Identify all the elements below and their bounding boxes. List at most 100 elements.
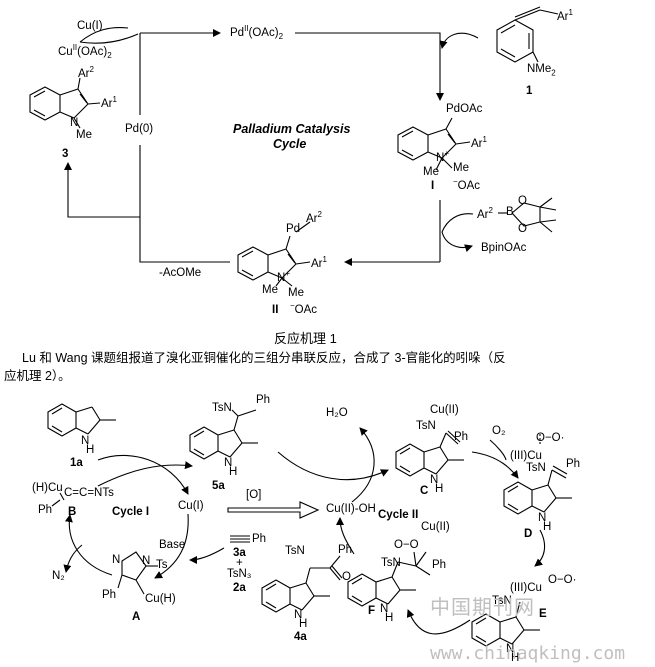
plus-sign: + (236, 557, 243, 569)
tsn3-label: TsN₃ (227, 568, 252, 580)
label-F: F (368, 605, 376, 617)
o2-label: O₂ (492, 425, 506, 437)
cu2-label-F: Cu(II) (421, 521, 450, 533)
label-D: D (524, 528, 533, 540)
intermediate-I-structure (397, 117, 471, 171)
n-label-A2: N (142, 555, 151, 567)
oxidation-arrow (227, 501, 320, 519)
o-label-top: O (518, 195, 527, 207)
ph-label-F: Ph (432, 559, 447, 571)
pd2-oac2-label: PdII(OAc)2 (230, 24, 284, 42)
cu1-label: Cu(I) (77, 20, 103, 32)
h-label-F: H (385, 612, 394, 624)
nh-label-4a: N (294, 609, 303, 621)
compound-5a-structure (189, 409, 258, 460)
compound-1-structure (496, 6, 559, 63)
ar1-label-II: Ar1 (311, 255, 327, 270)
c-to-d (471, 451, 519, 479)
h-label-1a: H (86, 444, 95, 456)
alkyne-in (189, 547, 225, 564)
h2o-label: H₂O (326, 407, 348, 419)
tsn-label-C: TsN (416, 420, 436, 432)
phenylacetylene-structure (230, 535, 250, 543)
o-label-bottom: O (518, 223, 527, 235)
label-3a: 3a (233, 547, 246, 559)
cu1-label-s2: Cu(I) (178, 500, 204, 512)
intermediate-C-structure (395, 430, 464, 477)
label-C: C (420, 485, 429, 497)
scheme1-caption: 反应机理 1 (274, 331, 337, 346)
paragraph-line2: 应机理 2）。 (4, 369, 71, 383)
intermediate-D-structure (503, 434, 572, 515)
ph-label-5a: Ph (256, 394, 271, 406)
ar2-label-cmpd3: Ar2 (78, 65, 94, 80)
scheme1-title-line1: Palladium Catalysis (233, 122, 351, 136)
oo-label-F: O−O (394, 539, 419, 551)
me-label-I-2: Me (453, 162, 469, 174)
intermediate-II-label: II (272, 304, 279, 316)
ar1-label-cmpd1: Ar1 (557, 8, 573, 23)
base-label: Base (159, 539, 186, 551)
ts-label-A: Ts (156, 559, 168, 571)
me-label-cmpd3: Me (76, 129, 92, 141)
label-2a: 2a (233, 582, 246, 594)
cycle1-arc-right (154, 513, 189, 579)
oxidant-label: [O] (246, 489, 262, 501)
indole-1a-structure (47, 403, 116, 437)
tsn-label-E: TsN (492, 595, 512, 607)
n2-out (63, 544, 83, 573)
watermark-url: www.chinaqking.com (430, 643, 626, 664)
ketenimine-label: C=C=NTs (64, 487, 114, 499)
cycle1-arc-top (97, 454, 189, 495)
paragraph-line1: Lu 和 Wang 课题组报道了溴化亚铜催化的三组分串联反应，合成了 3-官能化… (22, 351, 506, 365)
iiicu-label-E: (III)Cu (510, 582, 542, 594)
ph-label-B: Ph (38, 504, 53, 516)
b-label: B (506, 206, 514, 218)
tsn-label-5a: TsN (212, 402, 232, 414)
oac-anion-label-II: −OAc (290, 301, 318, 316)
tsn-label-4a: TsN (285, 545, 305, 557)
pdoac-label: PdOAc (446, 103, 483, 115)
substrate-in-arc (439, 32, 479, 49)
nh-label-5a: N (224, 457, 233, 469)
o2-in (489, 439, 507, 461)
ph-label-D: Ph (566, 458, 581, 470)
nh-label-F: N (380, 603, 389, 615)
oo-label-E: O−O· (548, 574, 577, 586)
label-5a: 5a (212, 480, 225, 492)
e-to-f (406, 609, 471, 635)
intermediate-I-label: I (431, 180, 435, 192)
boron-in-arc (441, 213, 474, 233)
nh-label-E: N (506, 643, 515, 655)
cu2-label-C: Cu(II) (430, 404, 459, 416)
intermediate-E-structure (471, 601, 540, 647)
ar2-label-II: Ar2 (306, 210, 322, 225)
iiicu-label-D: (III)Cu (510, 450, 542, 462)
label-E: E (539, 608, 547, 620)
intermediate-F-structure (347, 551, 431, 607)
me-label-I: Me (423, 166, 439, 178)
compound-3-label: 3 (62, 148, 69, 160)
cuh-label-A: Cu(H) (145, 593, 176, 605)
ph-label-4a: Ph (338, 544, 353, 556)
cycle2-label: Cycle II (378, 509, 419, 521)
bpinoac-label: BpinOAc (481, 242, 527, 254)
o-label-4a: O (342, 571, 351, 583)
cycle1-arc-left (64, 514, 113, 576)
tsn-label-F: TsN (381, 557, 401, 569)
n-label-cmpd3: N (70, 117, 79, 129)
pd0-label: Pd(0) (125, 123, 154, 135)
product-4a-structure (261, 555, 343, 613)
arrow-to-product3 (64, 162, 140, 218)
cycle1-arc-b-to-5a (97, 461, 193, 487)
ph-label-alkyne: Ph (252, 533, 267, 545)
cycle2-5a-to-c (277, 451, 389, 481)
ketenimine-B-structure (51, 492, 65, 507)
cu2-oh-label: Cu(II)-OH (326, 503, 376, 515)
nh-label-D: N (538, 512, 547, 524)
ph-label-A: Ph (102, 589, 117, 601)
h2o-out (351, 427, 375, 503)
label-4a: 4a (294, 631, 307, 643)
label-1a: 1a (70, 457, 83, 469)
